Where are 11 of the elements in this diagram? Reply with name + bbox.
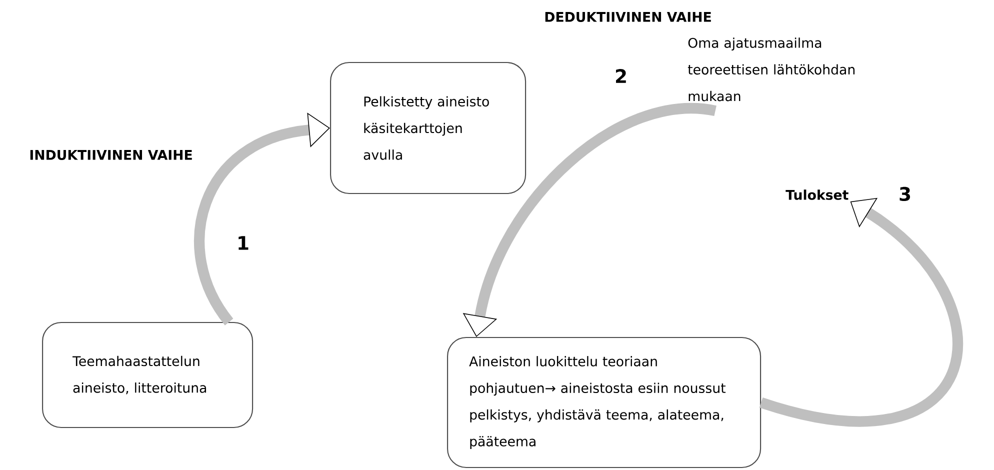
result-label: Tulokset xyxy=(786,190,848,200)
phase-heading: DEDUKTIIVINEN VAIHE xyxy=(545,12,711,22)
step-number: 2 xyxy=(616,69,626,83)
process-box: Pelkistetty aineisto käsitekarttojen avulla xyxy=(330,62,526,194)
curved-arrow xyxy=(194,112,330,326)
process-box: Aineiston luokittelu teoriaan pohjautuen→ aineistosta esiin noussut pelkistys, yhdistävä teema, alateema, pääteema xyxy=(447,337,762,468)
phase-heading: INDUKTIIVINEN VAIHE xyxy=(30,150,192,160)
step-number: 1 xyxy=(238,236,248,250)
step-number: 3 xyxy=(900,186,910,202)
note-text: Oma ajatusmaailma teoreettisen lähtökohdan mukaan xyxy=(688,38,855,102)
process-box: Teemahaastattelun aineisto, litteroituna xyxy=(42,322,254,428)
